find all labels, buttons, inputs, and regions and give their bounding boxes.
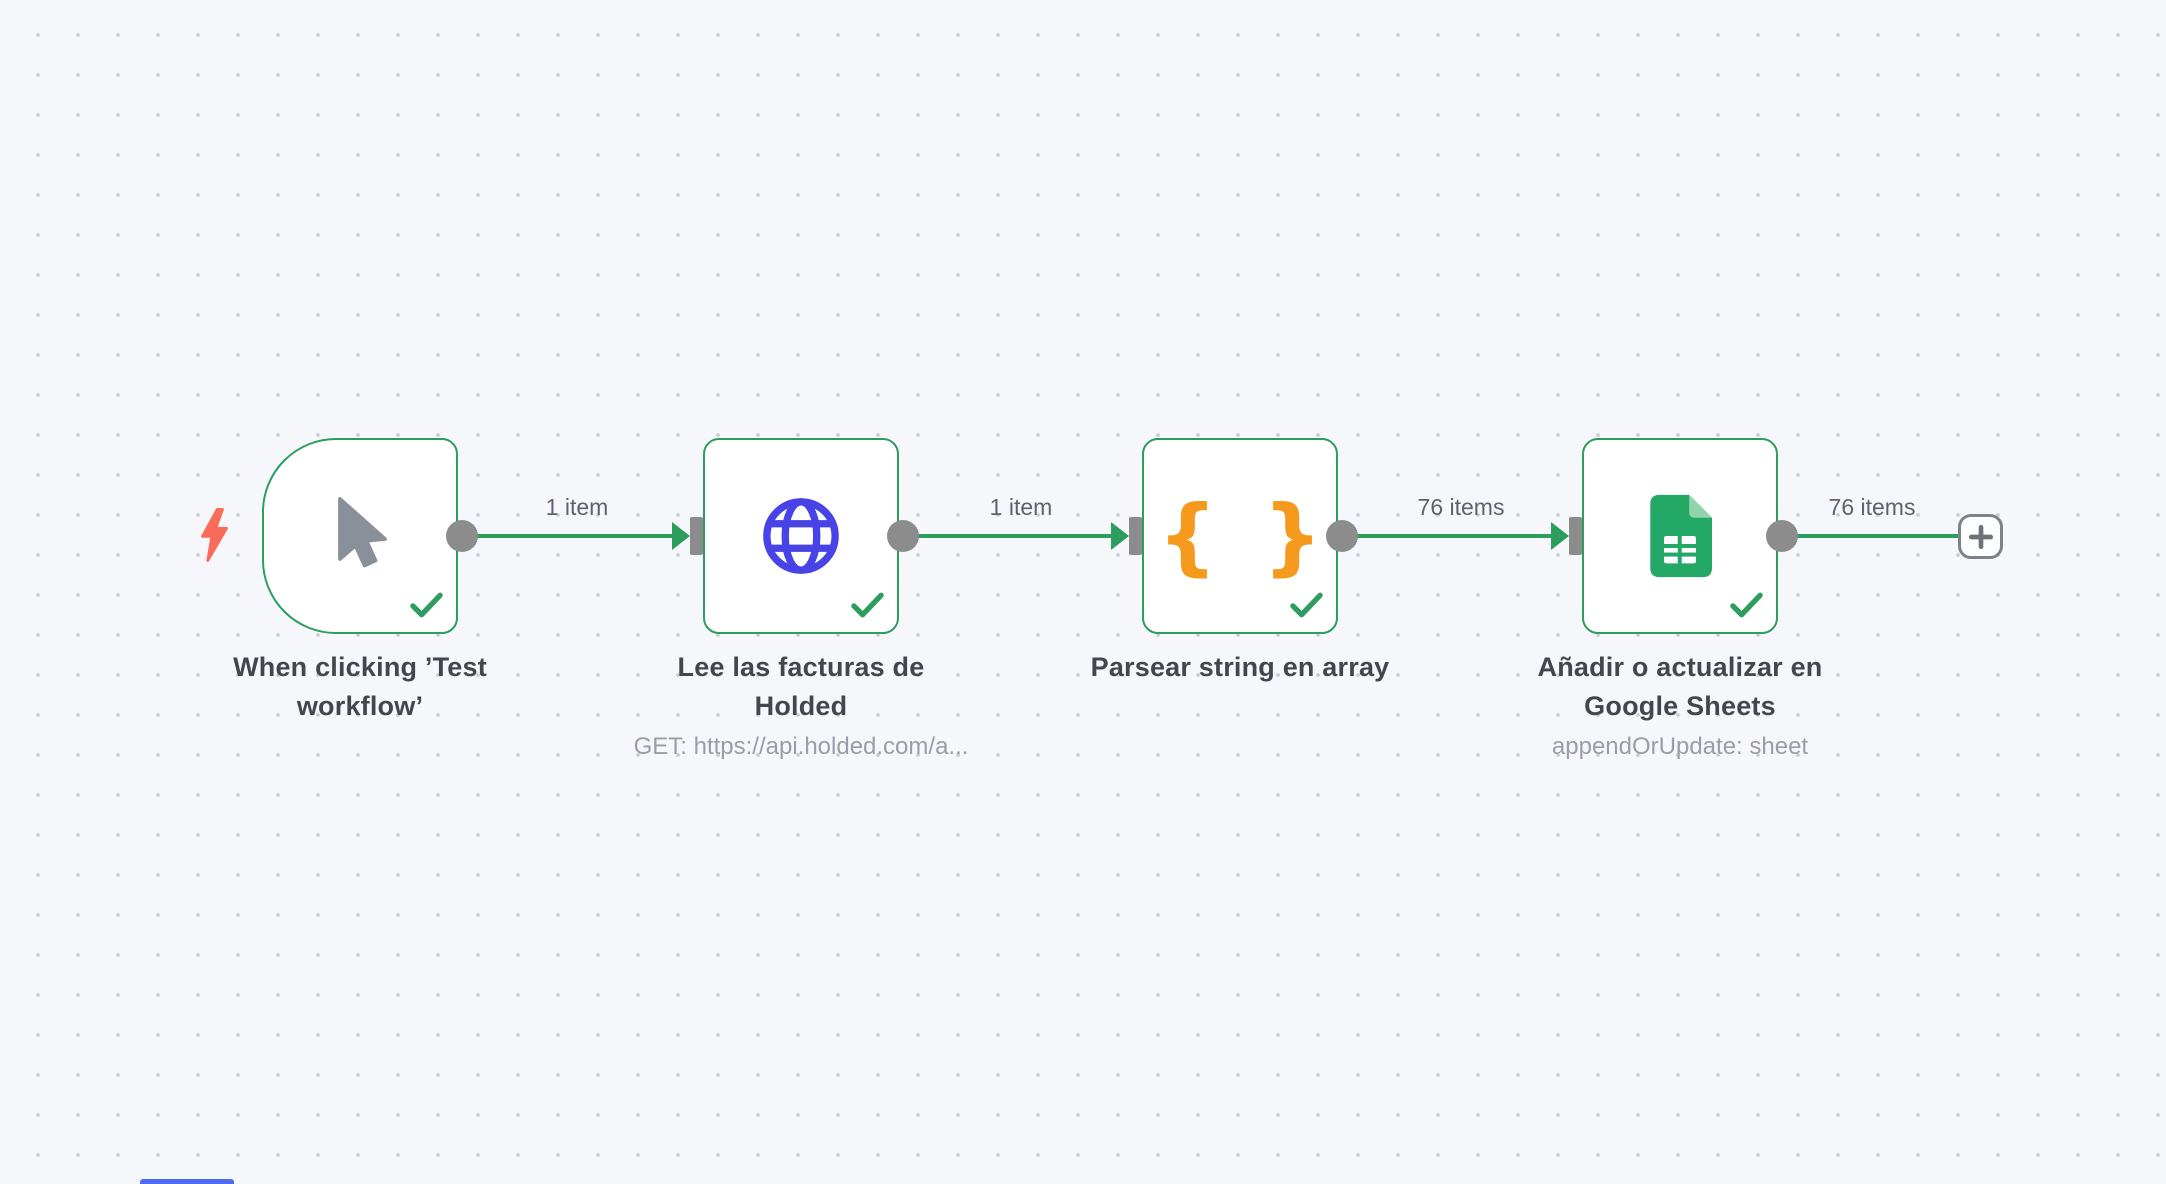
braces-icon: { } [1157, 487, 1331, 585]
sheets-icon [1650, 494, 1712, 578]
lightning-bolt-icon [201, 508, 228, 562]
connection-item-count: 76 items [1417, 494, 1505, 520]
output-connector[interactable] [1326, 520, 1358, 552]
connection-item-count: 76 items [1828, 494, 1916, 520]
node-subtitle: GET: https://api.holded.com/a... [633, 733, 969, 760]
success-checkmark-icon [1290, 592, 1323, 618]
success-checkmark-icon [410, 592, 443, 618]
output-connector[interactable] [1766, 520, 1798, 552]
node-title: Añadir o actualizar en Google Sheets [1537, 652, 1823, 721]
connection-item-count: 1 item [545, 494, 609, 520]
node-subtitle: appendOrUpdate: sheet [1551, 733, 1809, 760]
input-connector-arrow-icon [1111, 522, 1129, 550]
success-checkmark-icon [851, 592, 884, 618]
node-manual-trigger[interactable] [262, 438, 458, 634]
output-connector[interactable] [446, 520, 478, 552]
output-connector[interactable] [887, 520, 919, 552]
plus-icon [1968, 524, 1993, 549]
input-connector[interactable] [1569, 517, 1582, 555]
node-title: Parsear string en array [1090, 652, 1390, 682]
cutoff-blue-element[interactable] [140, 1179, 234, 1184]
input-connector-arrow-icon [1551, 522, 1569, 550]
connection-line[interactable] [460, 534, 678, 538]
connection-line[interactable] [1340, 534, 1556, 538]
node-title: Lee las facturas de Holded [677, 652, 925, 721]
connection-item-count: 1 item [989, 494, 1053, 520]
globe-icon [763, 498, 839, 574]
add-node-button[interactable] [1958, 514, 2003, 559]
input-connector[interactable] [690, 517, 703, 555]
node-http-request[interactable] [703, 438, 899, 634]
node-code[interactable]: { } [1142, 438, 1338, 634]
connection-line[interactable] [1780, 534, 1960, 538]
connection-line[interactable] [901, 534, 1117, 538]
input-connector-arrow-icon [672, 522, 690, 550]
input-connector[interactable] [1129, 517, 1142, 555]
node-title: When clicking ’Test workflow’ [233, 652, 487, 721]
node-google-sheets[interactable] [1582, 438, 1778, 634]
cursor-icon [338, 496, 387, 567]
success-checkmark-icon [1730, 592, 1763, 618]
